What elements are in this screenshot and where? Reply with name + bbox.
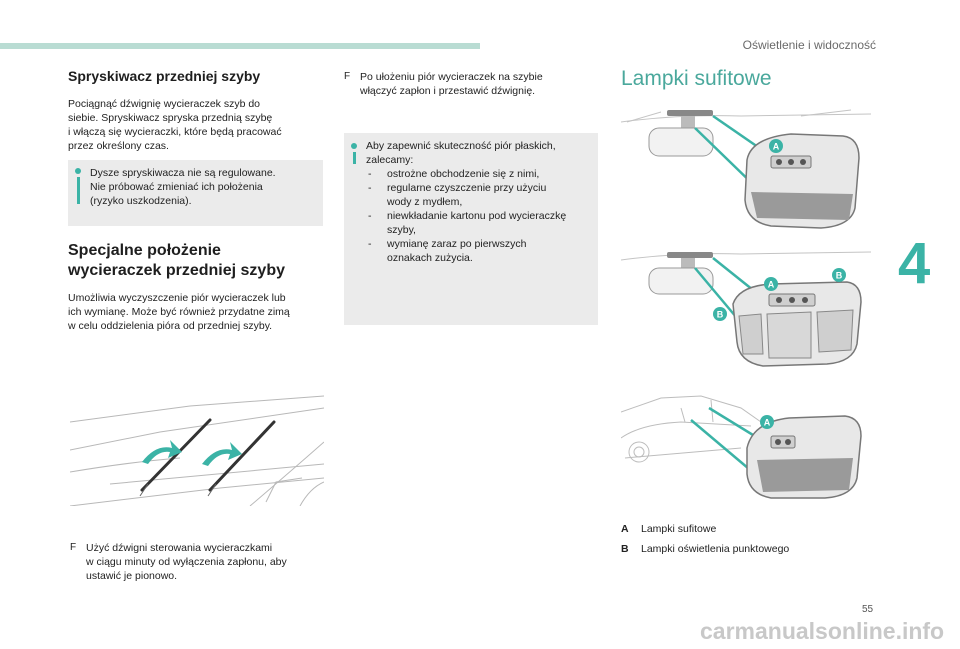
text-line: Dysze spryskiwacza nie są regulowane.: [90, 167, 276, 179]
step-marker: F: [344, 71, 351, 82]
info-box-nozzles: Dysze spryskiwacza nie są regulowane. Ni…: [68, 160, 323, 226]
text-line: włączyć zapłon i przestawić dźwignię.: [360, 85, 536, 97]
text-line: Po ułożeniu piór wycieraczek na szybie: [360, 71, 543, 83]
callout-a: [764, 277, 778, 291]
callout-a: [769, 139, 783, 153]
callout-b: [713, 307, 727, 321]
list-item: - niewkładanie kartonu pod wycieraczkę s…: [368, 210, 567, 236]
chapter-title: Oświetlenie i widoczność: [742, 38, 876, 52]
text-line: ich wymianę. Może być również przydatne …: [68, 306, 290, 318]
title-line: wycieraczek przedniej szyby: [68, 262, 285, 279]
step-marker: F: [70, 542, 77, 553]
text-line: Użyć dźwigni sterowania wycieraczkami: [86, 542, 273, 554]
callout-label: B: [717, 310, 724, 320]
ceiling-lamp-illustration-2: A B B: [621, 251, 871, 367]
section-title-special-position: Specjalne położenie wycieraczek przednie…: [68, 241, 338, 281]
section-title-ceiling-lamps: Lampki sufitowe: [621, 67, 772, 90]
callout-b: [832, 268, 846, 282]
list-item: - ostrożne obchodzenie się z nimi,: [368, 168, 540, 180]
list-item: - regularne czyszczenie przy użyciu wody…: [368, 182, 547, 208]
ceiling-lamp-illustration-3: A: [621, 395, 862, 499]
callout-label: A: [773, 142, 780, 152]
arrow-icon: [202, 442, 242, 466]
callout-label: A: [764, 418, 771, 428]
info-icon: [351, 143, 357, 164]
text-line: Aby zapewnić skuteczność piór płaskich,: [366, 140, 556, 152]
legend-key: A: [621, 523, 629, 535]
header-bar: [0, 43, 480, 49]
legend-key: B: [621, 543, 629, 555]
legend-label: Lampki sufitowe: [641, 523, 717, 535]
ceiling-lamp-illustration-1: A: [621, 109, 871, 229]
callout-label: B: [836, 271, 843, 281]
text-line: Umożliwia wyczyszczenie piór wycieraczek…: [68, 292, 286, 304]
text-line: przez określony czas.: [68, 140, 169, 152]
text-line: Nie próbować zmieniać ich położenia: [90, 181, 263, 193]
text-line: w ciągu minuty od wyłączenia zapłonu, ab…: [86, 556, 287, 568]
text-line: ustawić je pionowo.: [86, 570, 178, 582]
info-icon: [75, 168, 81, 204]
text-line: (ryzyko uszkodzenia).: [90, 195, 192, 207]
callout-a: [760, 415, 774, 429]
chapter-number: 4: [898, 231, 931, 296]
section-title-spray: Spryskiwacz przedniej szyby: [68, 68, 261, 84]
text-line: zalecamy:: [366, 154, 414, 166]
step-vertical-position: F Użyć dźwigni sterowania wycieraczkami …: [70, 541, 328, 585]
wiper-illustration: [70, 395, 324, 506]
info-box-flat-blades: Aby zapewnić skuteczność piór płaskich, …: [344, 133, 598, 325]
text-line: i włączą się wycieraczki, które będą pra…: [68, 126, 282, 138]
page-number: 55: [862, 604, 874, 615]
arrow-icon: [142, 440, 182, 464]
text-line: w celu oddzielenia pióra od przedniej sz…: [68, 320, 273, 332]
special-paragraph: Umożliwia wyczyszczenie piór wycieraczek…: [68, 291, 326, 333]
footer-watermark: carmanualsonline.info: [700, 618, 945, 644]
recommendation-list: - ostrożne obchodzenie się z nimi, - reg…: [366, 167, 592, 265]
step-ignition: F Po ułożeniu piór wycieraczek na szybie…: [344, 70, 600, 100]
title-line: Specjalne położenie: [68, 242, 221, 259]
text-line: Pociągnąć dźwignię wycieraczek szyb do: [68, 98, 261, 110]
legend-label: Lampki oświetlenia punktowego: [641, 543, 790, 555]
text-line: siebie. Spryskiwacz spryska przednią szy…: [68, 112, 273, 124]
callout-label: A: [768, 280, 775, 290]
list-item: - wymianę zaraz po pierwszych oznakach z…: [368, 238, 527, 264]
spray-paragraph: Pociągnąć dźwignię wycieraczek szyb do s…: [68, 97, 326, 153]
